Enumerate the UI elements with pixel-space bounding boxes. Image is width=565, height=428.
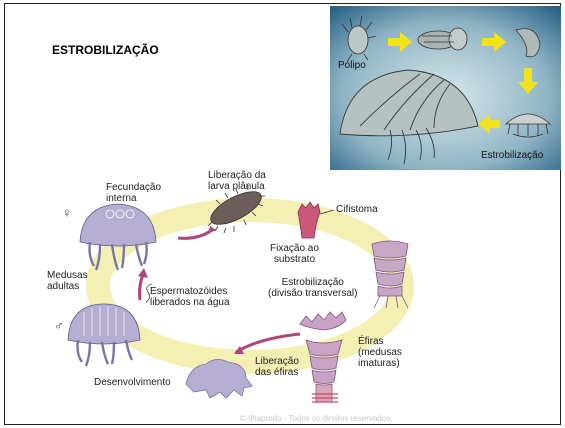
copyright-watermark: © Ilhaprodo - Todos os direitos reservad… — [240, 414, 393, 423]
male-symbol: ♂ — [54, 318, 64, 333]
label-desenvolvimento: Desenvolvimento — [94, 377, 171, 388]
label-cifistoma: Cifistoma — [336, 204, 378, 215]
label-estrobilizacao: Estrobilização(divisão transversal) — [268, 277, 357, 299]
arrow-to-larva — [178, 230, 212, 238]
female-symbol: ♀ — [62, 205, 72, 220]
male-medusa — [68, 304, 140, 366]
